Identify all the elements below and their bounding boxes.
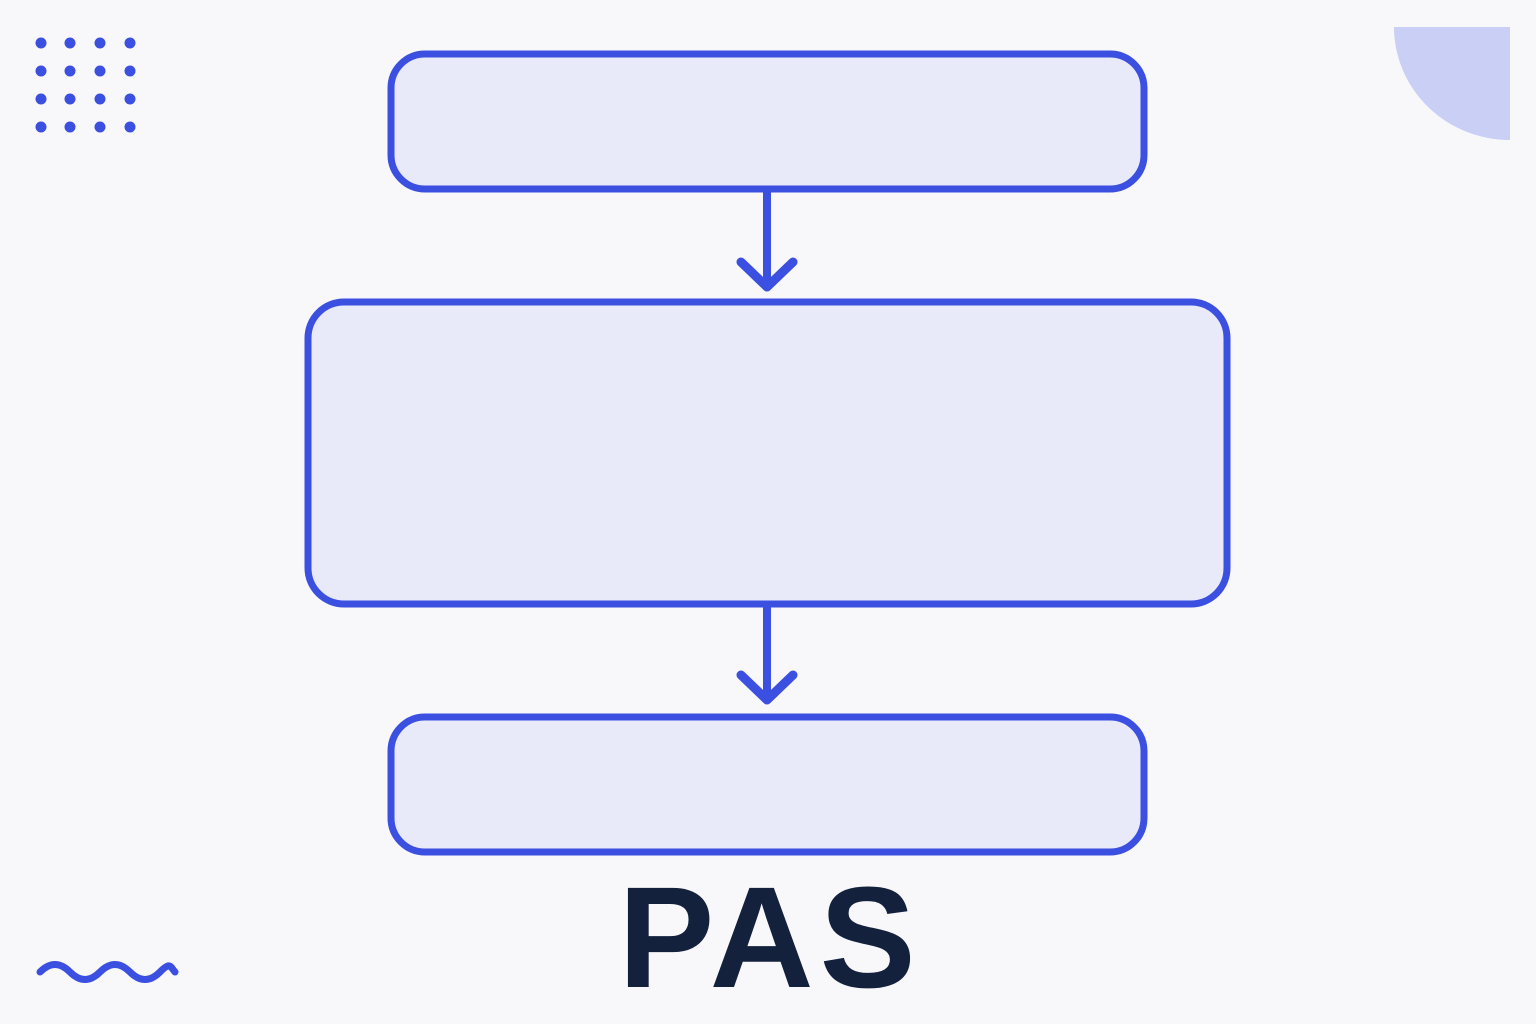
- grid-dot: [35, 37, 47, 49]
- grid-dot: [35, 93, 47, 105]
- diagram-title: PAS: [618, 857, 921, 1018]
- grid-dot: [94, 37, 106, 49]
- grid-dot: [94, 93, 106, 105]
- bottom-box: [387, 713, 1148, 856]
- grid-dot: [64, 65, 76, 77]
- middle-box: [304, 298, 1231, 608]
- arrow-down-icon: [736, 605, 798, 705]
- wave-icon: [36, 961, 179, 983]
- grid-dot: [64, 37, 76, 49]
- grid-dot: [35, 121, 47, 133]
- grid-dot: [35, 65, 47, 77]
- quarter-circle-icon: [1394, 27, 1510, 140]
- arrow-down-icon: [736, 190, 798, 292]
- grid-dot: [94, 65, 106, 77]
- grid-dot: [124, 93, 136, 105]
- grid-dot: [124, 121, 136, 133]
- grid-dot: [94, 121, 106, 133]
- top-box: [387, 50, 1148, 193]
- grid-dot: [124, 37, 136, 49]
- grid-dot: [124, 65, 136, 77]
- dot-grid-icon: [35, 37, 136, 133]
- grid-dot: [64, 121, 76, 133]
- grid-dot: [64, 93, 76, 105]
